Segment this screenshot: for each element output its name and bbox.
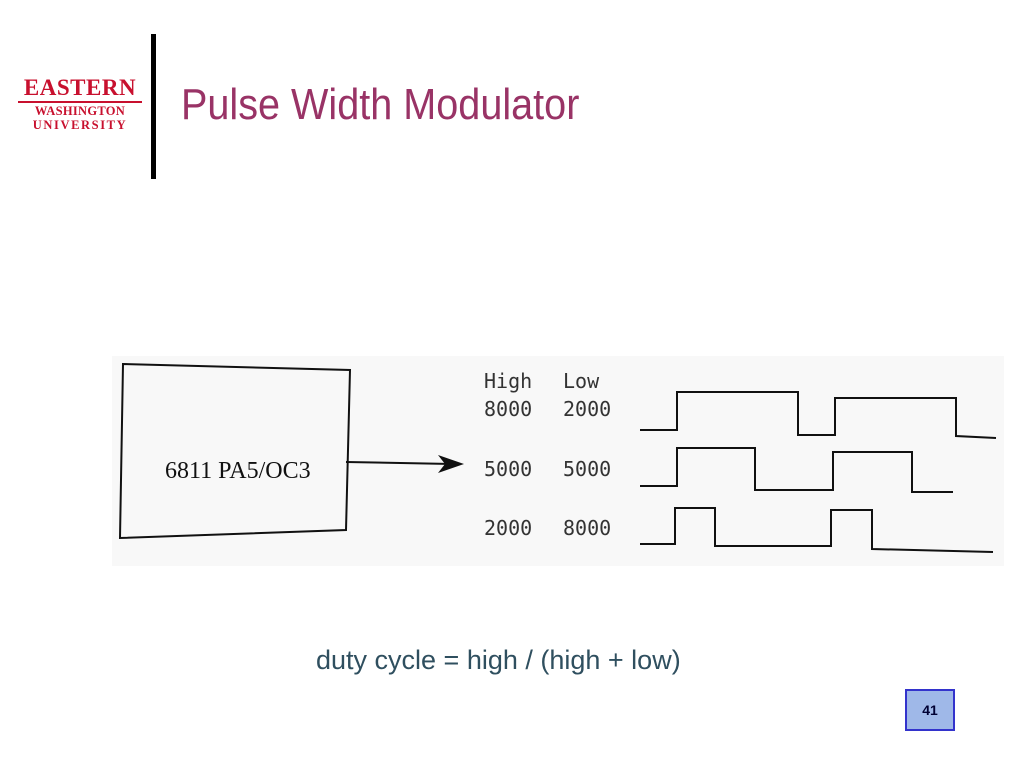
university-logo: EASTERN WASHINGTON UNIVERSITY [18, 76, 142, 132]
row3-low: 8000 [563, 516, 611, 540]
row1-high: 8000 [484, 397, 532, 421]
page-number: 41 [922, 702, 938, 718]
pwm-diagram: 6811 PA5/OC3 High Low 8000 2000 5000 500… [112, 356, 1004, 566]
header-divider [151, 34, 156, 179]
pwm-diagram-svg: 6811 PA5/OC3 High Low 8000 2000 5000 500… [118, 362, 997, 553]
waveform-row-1 [640, 391, 997, 439]
slide-title: Pulse Width Modulator [181, 80, 580, 129]
header-low: Low [563, 369, 600, 393]
chip-label: 6811 PA5/OC3 [165, 458, 311, 484]
duty-cycle-formula: duty cycle = high / (high + low) [316, 645, 681, 675]
logo-rule [18, 101, 142, 103]
output-arrow-line [345, 461, 453, 465]
header-high: High [484, 369, 532, 393]
row2-low: 5000 [563, 457, 611, 481]
row3-high: 2000 [484, 516, 532, 540]
waveform-row-2 [640, 447, 953, 493]
logo-line-eastern: EASTERN [23, 75, 137, 100]
microcontroller-box [118, 362, 352, 540]
logo-line-washington: WASHINGTON [34, 104, 126, 118]
arrow-head-icon [438, 455, 464, 473]
logo-line-university: UNIVERSITY [32, 118, 128, 132]
page-number-badge: 41 [905, 689, 955, 731]
row1-low: 2000 [563, 397, 611, 421]
waveform-row-3 [640, 507, 994, 553]
row2-high: 5000 [484, 457, 532, 481]
